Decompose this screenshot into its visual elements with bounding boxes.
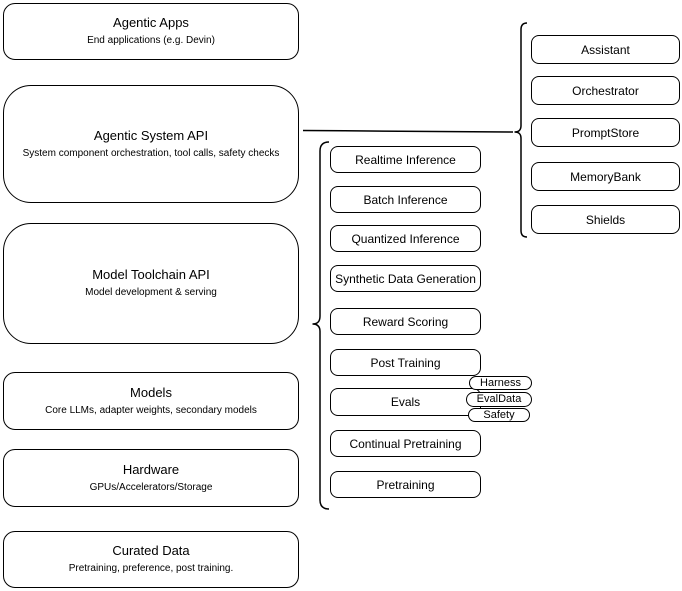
node-label: Realtime Inference — [355, 152, 456, 167]
node-synthetic-data-generation[interactable]: Synthetic Data Generation — [330, 265, 481, 292]
node-subtitle: Pretraining, preference, post training. — [68, 563, 234, 575]
node-label: Assistant — [581, 42, 630, 57]
node-hardware[interactable]: Hardware GPUs/Accelerators/Storage — [3, 449, 299, 507]
node-title: Models — [130, 384, 172, 400]
node-agentic-system-api[interactable]: Agentic System API System component orch… — [3, 85, 299, 203]
node-label: Orchestrator — [572, 83, 639, 98]
node-batch-inference[interactable]: Batch Inference — [330, 186, 481, 213]
node-continual-pretraining[interactable]: Continual Pretraining — [330, 430, 481, 457]
node-label: Continual Pretraining — [349, 436, 462, 451]
node-reward-scoring[interactable]: Reward Scoring — [330, 308, 481, 335]
node-label: Reward Scoring — [362, 314, 449, 329]
node-models[interactable]: Models Core LLMs, adapter weights, secon… — [3, 372, 299, 430]
node-title: Hardware — [122, 461, 180, 477]
node-title: Model Toolchain API — [92, 267, 210, 283]
node-subtitle: Model development & serving — [85, 287, 217, 299]
tag-evaldata[interactable]: EvalData — [466, 392, 532, 407]
system-components-brace — [514, 22, 528, 238]
node-title: Agentic Apps — [113, 15, 189, 31]
node-label: PromptStore — [571, 125, 640, 140]
tag-label: Harness — [480, 376, 521, 389]
node-curated-data[interactable]: Curated Data Pretraining, preference, po… — [3, 531, 299, 588]
node-subtitle: System component orchestration, tool cal… — [22, 147, 280, 159]
node-label: Synthetic Data Generation — [335, 271, 476, 286]
node-memorybank[interactable]: MemoryBank — [531, 162, 680, 191]
node-subtitle: Core LLMs, adapter weights, secondary mo… — [45, 404, 257, 416]
node-pretraining[interactable]: Pretraining — [330, 471, 481, 498]
node-label: Pretraining — [376, 477, 435, 492]
tag-safety[interactable]: Safety — [468, 408, 530, 422]
node-model-toolchain-api[interactable]: Model Toolchain API Model development & … — [3, 223, 299, 344]
tag-harness[interactable]: Harness — [469, 376, 532, 390]
tag-label: EvalData — [476, 393, 522, 405]
node-label: Post Training — [370, 355, 441, 370]
node-agentic-apps[interactable]: Agentic Apps End applications (e.g. Devi… — [3, 3, 299, 60]
node-subtitle: End applications (e.g. Devin) — [87, 35, 215, 47]
node-label: Quantized Inference — [351, 231, 460, 246]
node-subtitle: GPUs/Accelerators/Storage — [89, 481, 213, 493]
node-promptstore[interactable]: PromptStore — [531, 118, 680, 147]
toolchain-services-brace — [312, 141, 330, 510]
node-title: Curated Data — [112, 543, 190, 559]
node-label: Batch Inference — [363, 192, 448, 207]
node-label: MemoryBank — [570, 169, 641, 184]
node-shields[interactable]: Shields — [531, 205, 680, 234]
node-post-training[interactable]: Post Training — [330, 349, 481, 376]
node-label: Shields — [585, 212, 626, 227]
node-orchestrator[interactable]: Orchestrator — [531, 76, 680, 105]
tag-label: Safety — [483, 408, 515, 421]
node-realtime-inference[interactable]: Realtime Inference — [330, 146, 481, 173]
node-assistant[interactable]: Assistant — [531, 35, 680, 64]
node-evals[interactable]: Evals — [330, 388, 481, 416]
node-title: Agentic System API — [93, 127, 209, 143]
node-label: Evals — [390, 395, 421, 409]
system-connector-line — [302, 129, 514, 133]
node-quantized-inference[interactable]: Quantized Inference — [330, 225, 481, 252]
